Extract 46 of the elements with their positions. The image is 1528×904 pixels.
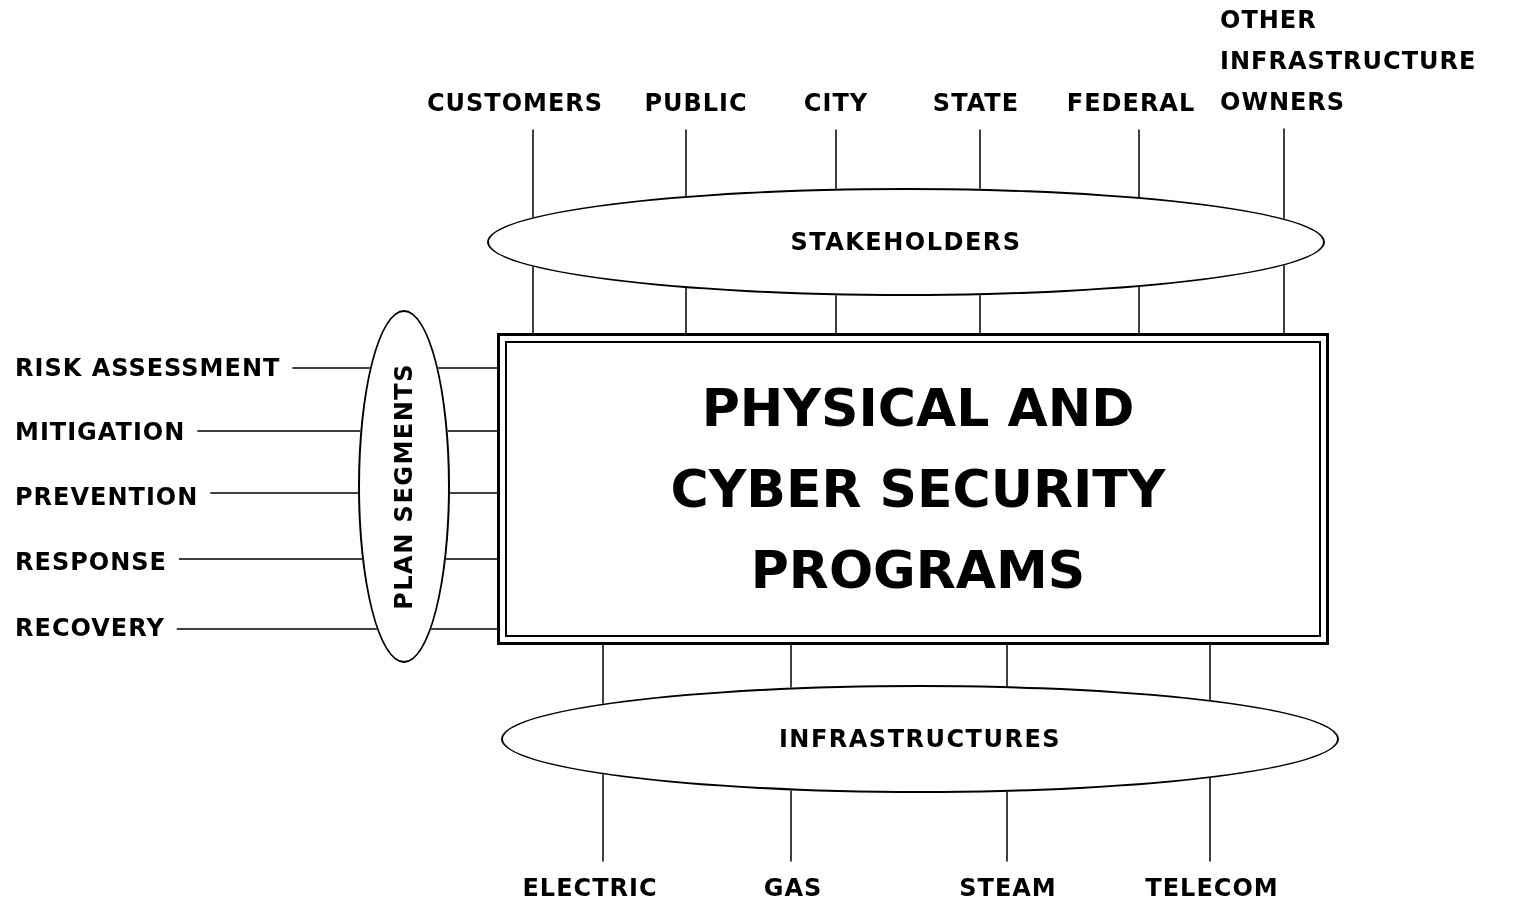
connector-line (685, 287, 687, 334)
connector-line (1209, 644, 1211, 701)
item-label: TELECOM (1145, 867, 1279, 904)
item-label: STATE (932, 82, 1020, 124)
item-label: RESPONSE (15, 541, 167, 583)
connector-line (1006, 644, 1008, 687)
item-label: GAS (763, 867, 823, 904)
item-label: STEAM (959, 867, 1057, 904)
connector-line (835, 128, 837, 190)
item-label: ELECTRIC (522, 867, 658, 904)
item-label: PREVENTION (15, 476, 199, 518)
connector-line (178, 558, 363, 560)
item-label: MITIGATION (15, 411, 186, 453)
connector-line (979, 128, 981, 190)
connector-line (291, 367, 371, 369)
program-box (497, 333, 1329, 645)
connector-line (1138, 286, 1140, 334)
connector-line (835, 294, 837, 334)
program-title: PHYSICAL AND CYBER SECURITY PROGRAMS (669, 376, 1167, 602)
item-label: RECOVERY (15, 607, 165, 649)
connector-line (532, 265, 534, 334)
item-label: CUSTOMERS (426, 82, 604, 124)
item-label: PUBLIC (644, 82, 748, 124)
connector-line (209, 492, 359, 494)
group-label: PLAN SEGMENTS (390, 363, 418, 610)
connector-line (430, 628, 498, 630)
connector-line (685, 128, 687, 197)
connector-line (979, 294, 981, 334)
item-label: FEDERAL (1066, 82, 1196, 124)
item-label: OTHER INFRASTRUCTURE OWNERS (1220, 0, 1526, 123)
connector-line (1138, 128, 1140, 198)
item-label: CITY (803, 82, 869, 124)
connector-line (1283, 264, 1285, 334)
group-label: STAKEHOLDERS (790, 228, 1022, 256)
connector-line (1006, 791, 1008, 863)
group-label: INFRASTRUCTURES (778, 725, 1062, 753)
connector-line (532, 128, 534, 219)
connector-line (176, 628, 378, 630)
connector-line (1209, 777, 1211, 863)
connector-line (445, 558, 498, 560)
connector-line (602, 773, 604, 863)
connector-line (1283, 127, 1285, 220)
connector-line (602, 644, 604, 705)
item-label: RISK ASSESSMENT (15, 347, 281, 389)
connector-line (449, 492, 498, 494)
connector-line (437, 367, 498, 369)
